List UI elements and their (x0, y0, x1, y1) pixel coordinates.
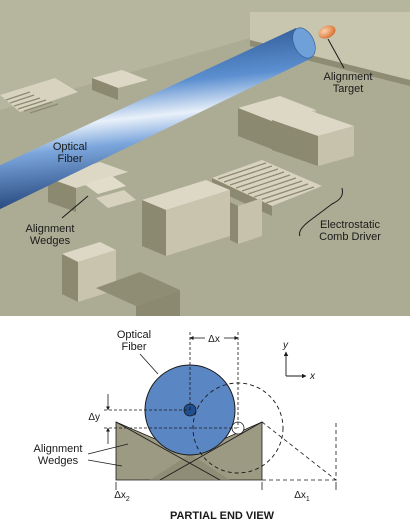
block-center-side (142, 200, 166, 256)
svg-text:Wedges: Wedges (30, 235, 71, 247)
alignment-wedge-a (84, 176, 126, 194)
wedge-overlap (150, 454, 230, 480)
partial-end-view: y x Optical Fiber Δx Δy Alignment Wedges… (34, 329, 337, 522)
wedge-crossing-line (115, 421, 221, 481)
block-bottom-center-top (96, 272, 180, 306)
block-right-side (272, 120, 318, 166)
block-center-front (166, 190, 230, 256)
wedge-crossing-line-2 (159, 421, 263, 481)
leader-end-optical-fiber (139, 353, 159, 375)
svg-text:Wedges: Wedges (38, 455, 79, 467)
leader-alignment-target (327, 38, 345, 69)
label-optical-fiber: Optical Fiber (53, 141, 87, 165)
label-delta-x1: Δx1 (294, 490, 310, 503)
block-far-1 (92, 70, 148, 88)
label-alignment-target: Alignment Target (324, 71, 373, 95)
block-bottom-left-side (62, 254, 78, 302)
svg-text:Δx1: Δx1 (294, 490, 310, 503)
block-left-top (48, 162, 128, 188)
label-delta-x: Δx (208, 334, 220, 345)
svg-text:Comb Driver: Comb Driver (319, 231, 381, 243)
optical-fiber-cylinder (0, 27, 316, 210)
svg-text:Electrostatic: Electrostatic (320, 219, 380, 231)
label-electrostatic-comb-driver: Electrostatic Comb Driver (319, 219, 381, 243)
axis-x-label: x (309, 371, 316, 382)
leader-alignment-wedges (61, 195, 89, 219)
label-delta-y: Δy (88, 412, 100, 423)
block-center-top (142, 180, 230, 210)
svg-text:Optical: Optical (117, 329, 151, 341)
mems-3d-view: Optical Fiber Alignment Target Alignment… (0, 0, 410, 316)
comb-left (0, 78, 78, 114)
svg-text:Alignment: Alignment (324, 71, 373, 83)
alignment-wedge-b (96, 190, 136, 208)
block-bottom-left-top (62, 242, 116, 262)
svg-text:Alignment: Alignment (26, 223, 75, 235)
block-right-top (272, 110, 354, 136)
svg-text:Fiber: Fiber (57, 153, 82, 165)
comb-driver (212, 160, 322, 244)
alignment-target (318, 25, 336, 39)
svg-text:Optical: Optical (53, 141, 87, 153)
label-alignment-wedges-top: Alignment Wedges (26, 223, 75, 247)
leader-end-wedges-1 (87, 443, 129, 455)
label-end-optical-fiber: Optical Fiber (117, 329, 151, 353)
label-end-alignment-wedges: Alignment Wedges (34, 443, 83, 467)
block-far-1-side (92, 78, 118, 100)
block-right-front (318, 126, 354, 166)
block-left-side (48, 178, 76, 212)
wedge-displaced-dashed (261, 421, 337, 481)
leader-end-wedges-2 (87, 459, 123, 467)
svg-text:Alignment: Alignment (34, 443, 83, 455)
substrate-right-raised (250, 12, 410, 80)
axis-indicator (283, 351, 307, 379)
label-delta-x2: Δx2 (114, 490, 130, 503)
block-bottom-center-front (136, 290, 180, 316)
caption-partial-end-view: PARTIAL END VIEW (170, 510, 275, 522)
block-mid-side (238, 108, 274, 150)
svg-text:Fiber: Fiber (121, 341, 146, 353)
svg-text:Target: Target (333, 83, 364, 95)
svg-text:Δx2: Δx2 (114, 490, 130, 503)
comb-driver-bracket (299, 187, 343, 237)
axis-y-label: y (282, 340, 289, 351)
